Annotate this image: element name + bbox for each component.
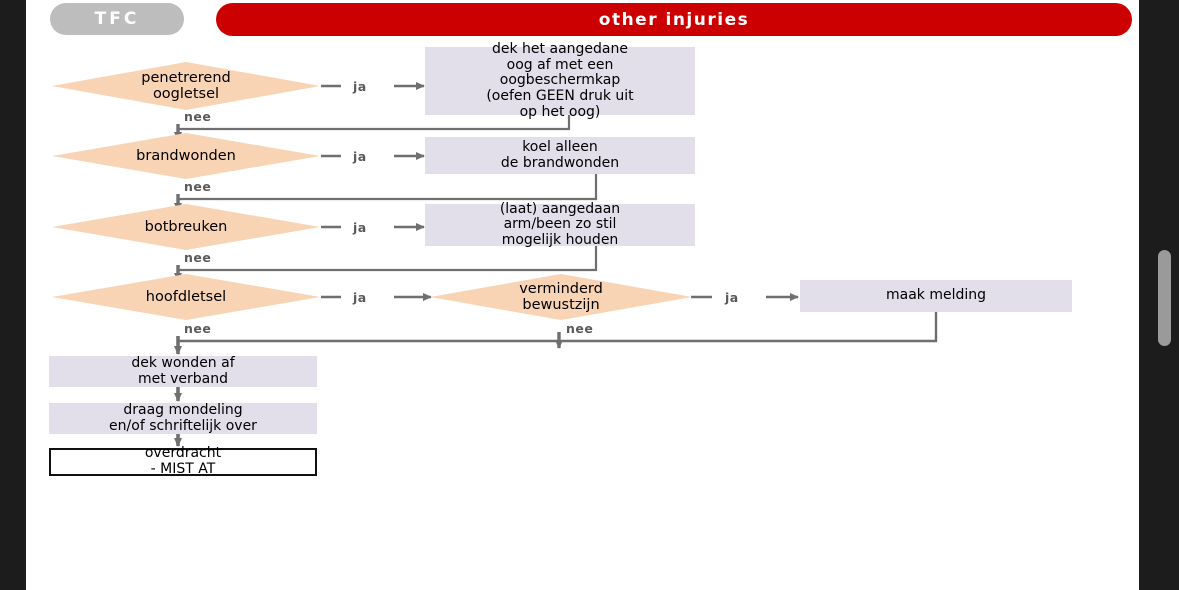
edge-label-nee-2: nee bbox=[184, 179, 212, 194]
edge-label-nee-5: nee bbox=[566, 321, 594, 336]
edge-label-ja-2: ja bbox=[353, 149, 367, 164]
action-koel-brandwonden[interactable]: koel alleen de brandwonden bbox=[425, 137, 695, 174]
tfc-badge: TFC bbox=[50, 3, 184, 35]
action-draag-over[interactable]: draag mondeling en/of schriftelijk over bbox=[49, 402, 317, 434]
edge-label-ja-3: ja bbox=[353, 220, 367, 235]
action-stil-houden[interactable]: (laat) aangedaan arm/been zo stil mogeli… bbox=[425, 201, 695, 248]
edge-label-nee-4: nee bbox=[184, 321, 212, 336]
page-title-banner: other injuries bbox=[216, 3, 1132, 36]
terminal-overdracht-mist-at[interactable]: overdracht - MIST AT bbox=[49, 445, 317, 477]
scrollbar-thumb[interactable] bbox=[1158, 250, 1171, 346]
action-oogbeschermkap[interactable]: dek het aangedane oog af met een oogbesc… bbox=[425, 41, 695, 119]
edge-label-ja-4: ja bbox=[353, 290, 367, 305]
edge-label-nee-3: nee bbox=[184, 250, 212, 265]
edge-label-ja-5: ja bbox=[725, 290, 739, 305]
vertical-scrollbar[interactable] bbox=[1139, 0, 1179, 590]
edge-label-ja-1: ja bbox=[353, 79, 367, 94]
action-dek-wonden-af[interactable]: dek wonden af met verband bbox=[49, 355, 317, 387]
edge-label-nee-1: nee bbox=[184, 109, 212, 124]
document-page: TFC other injuries bbox=[26, 0, 1139, 590]
flowchart-canvas: penetrerend oogletsel ja nee brandwonden… bbox=[26, 0, 1139, 590]
action-maak-melding[interactable]: maak melding bbox=[800, 280, 1072, 312]
